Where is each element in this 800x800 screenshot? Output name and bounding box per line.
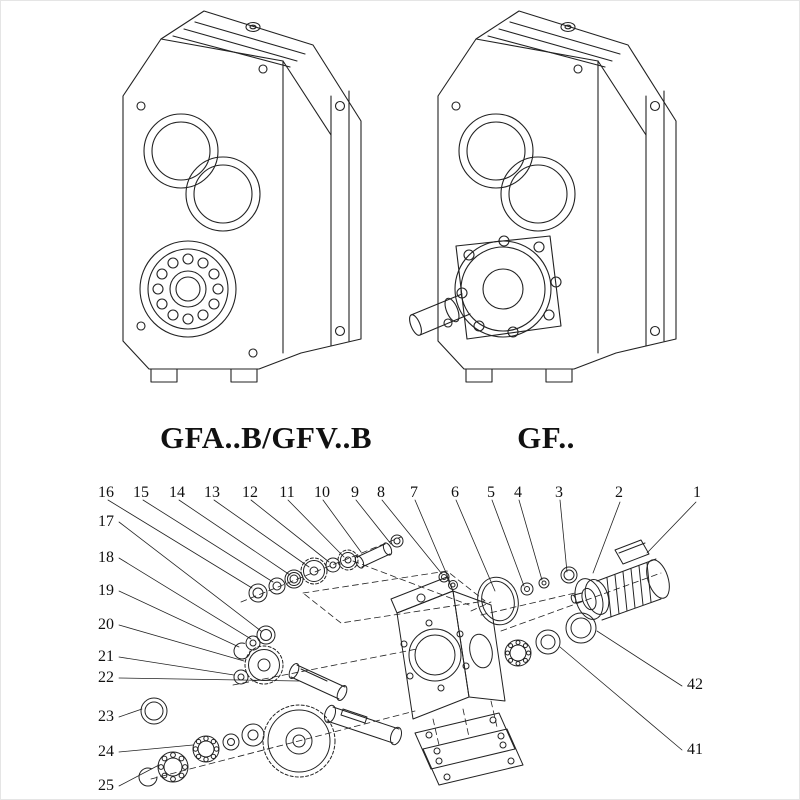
part-number-1: 1 — [693, 484, 701, 501]
gearbox-left-drawing — [122, 10, 362, 383]
output-stage-parts — [138, 697, 403, 787]
part-number-21: 21 — [98, 648, 114, 665]
part-number-15: 15 — [133, 484, 149, 501]
model-label-right: GF.. — [517, 420, 575, 455]
part-number-8: 8 — [377, 484, 385, 501]
model-label-left: GFA..B/GFV..B — [159, 420, 373, 455]
part-number-42: 42 — [687, 676, 703, 693]
part-number-19: 19 — [98, 582, 114, 599]
part-number-10: 10 — [314, 484, 330, 501]
part-number-17: 17 — [98, 513, 114, 530]
part-number-12: 12 — [242, 484, 258, 501]
motor-side-parts — [477, 566, 597, 667]
part-number-11: 11 — [279, 484, 295, 501]
part-number-25: 25 — [98, 777, 114, 794]
part-number-7: 7 — [410, 484, 418, 501]
part-number-20: 20 — [98, 616, 114, 633]
part-number-4: 4 — [514, 484, 522, 501]
part-number-5: 5 — [487, 484, 495, 501]
part-number-18: 18 — [98, 549, 114, 566]
part-number-22: 22 — [98, 669, 114, 686]
motor-drawing — [570, 539, 670, 621]
gearbox-right-drawing — [409, 10, 677, 383]
part-number-16: 16 — [98, 484, 114, 501]
part-number-3: 3 — [555, 484, 563, 501]
part-number-23: 23 — [98, 708, 114, 725]
mounting-plates — [414, 712, 524, 786]
part-number-24: 24 — [98, 743, 114, 760]
input-shaft-parts — [248, 534, 404, 603]
leader-lines — [107, 499, 697, 787]
part-number-6: 6 — [451, 484, 459, 501]
part-number-41: 41 — [687, 741, 703, 758]
exploded-diagram — [107, 499, 697, 787]
part-number-2: 2 — [615, 484, 623, 501]
part-number-14: 14 — [169, 484, 185, 501]
second-stage-parts — [233, 625, 348, 701]
part-number-9: 9 — [351, 484, 359, 501]
housing-drawing — [390, 576, 506, 720]
part-number-13: 13 — [204, 484, 220, 501]
